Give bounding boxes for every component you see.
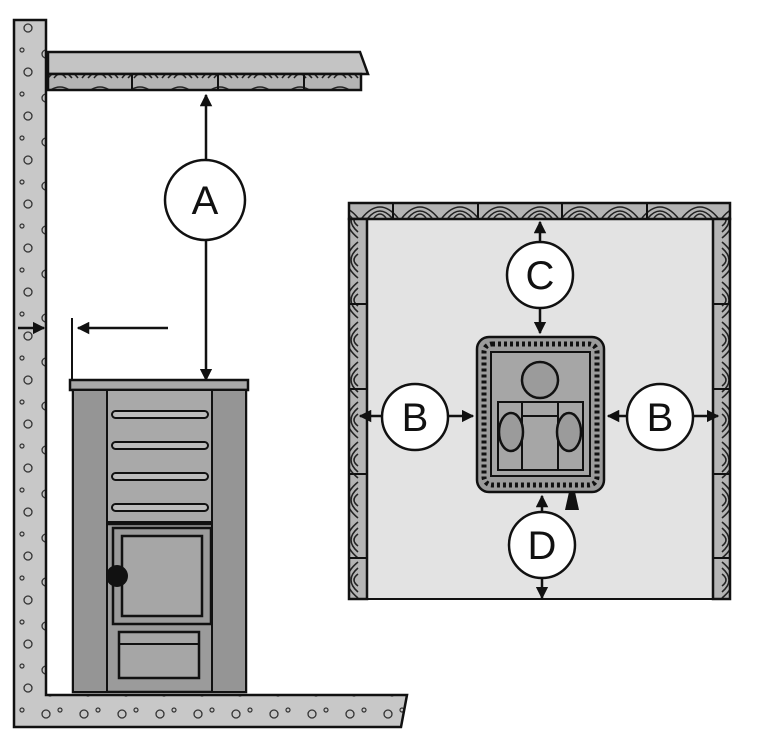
label-c: C bbox=[526, 254, 555, 298]
label-d: D bbox=[528, 524, 557, 568]
label-d-badge: D bbox=[507, 510, 577, 580]
door-handle bbox=[106, 565, 128, 587]
wall-clearance-dimension bbox=[18, 318, 168, 380]
concrete-wall bbox=[12, 18, 409, 729]
sauna-heater bbox=[68, 378, 250, 694]
plan-view: C D B B bbox=[347, 201, 732, 601]
label-b-left-badge: B bbox=[380, 382, 450, 452]
left-wall bbox=[347, 217, 369, 601]
heater-top-view bbox=[475, 335, 606, 510]
label-a: A bbox=[192, 179, 219, 223]
label-a-badge: A bbox=[163, 158, 247, 242]
side-view: A bbox=[12, 18, 409, 729]
right-wall bbox=[711, 217, 732, 601]
label-c-badge: C bbox=[505, 240, 575, 310]
ceiling-beam bbox=[46, 50, 370, 92]
top-wall bbox=[347, 201, 732, 221]
label-b-right-badge: B bbox=[625, 382, 695, 452]
label-b-left: B bbox=[402, 396, 429, 440]
chimney-connector bbox=[565, 492, 579, 510]
label-b-right: B bbox=[647, 396, 674, 440]
